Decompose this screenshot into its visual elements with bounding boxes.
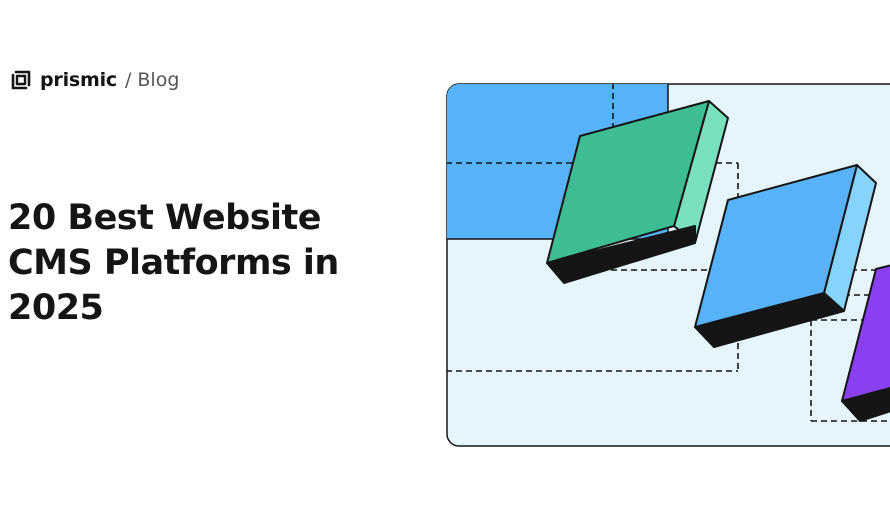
breadcrumb-section-blog[interactable]: Blog [137,69,180,91]
brand-name: prismic [40,69,117,91]
purple-block [841,258,890,422]
blue-block [694,164,877,348]
page-title: 20 Best Website CMS Platforms in 2025 [8,198,339,328]
prismic-logo-icon [11,70,31,90]
breadcrumb-separator: / [124,69,132,91]
brand-header[interactable]: prismic / Blog [8,66,179,94]
green-block [546,100,729,284]
stacked-blocks-illustration [446,83,890,447]
